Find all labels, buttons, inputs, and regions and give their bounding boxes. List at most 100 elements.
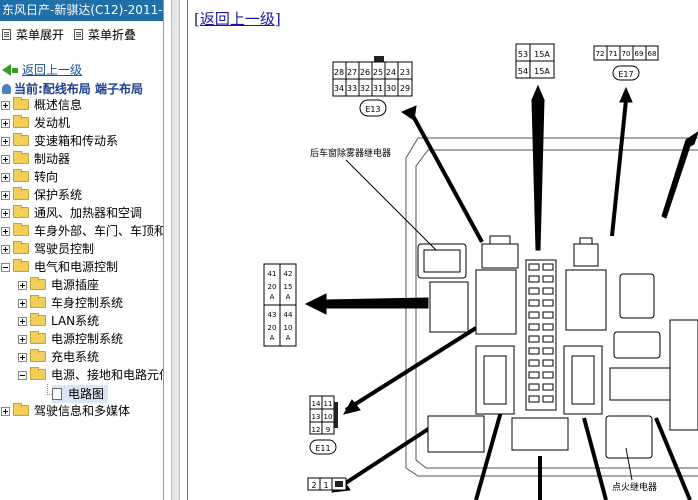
tree-item[interactable]: 制动器 [1,150,70,168]
folder-icon [13,223,29,236]
folder-icon [13,133,29,146]
relays [417,235,698,459]
svg-text:27: 27 [347,68,357,77]
expand-icon[interactable] [1,155,10,164]
folder-icon [13,169,29,182]
expand-icon[interactable] [1,191,10,200]
folder-icon [30,331,46,344]
fuse-box-outline [405,137,698,477]
connector-2pin: 2 1 [307,477,347,491]
svg-text:12: 12 [312,426,321,434]
expand-icon[interactable] [1,173,10,182]
expand-icon[interactable] [1,209,10,218]
svg-text:14: 14 [312,400,321,408]
expand-icon[interactable] [1,227,10,236]
svg-text:15A: 15A [534,67,550,76]
svg-text:53: 53 [518,50,528,59]
expand-icon[interactable] [18,335,27,344]
folder-icon [13,403,29,416]
user-icon [2,84,11,94]
svg-text:41: 41 [268,270,277,278]
tree-item-electrical[interactable]: 电气和电源控制 [1,258,118,276]
connector-e13: 28 27 26 25 24 23 34 33 32 31 30 29 E13 [332,56,413,117]
svg-text:54: 54 [518,67,528,76]
tree-item[interactable]: LAN系统 [18,312,99,330]
svg-text:20: 20 [268,324,277,332]
expand-icon[interactable] [1,245,10,254]
expand-icon[interactable] [1,119,10,128]
expand-icon[interactable] [18,353,27,362]
folder-icon [13,151,29,164]
svg-text:42: 42 [284,270,293,278]
tree-item[interactable]: 车身外部、车门、车顶和车 [1,222,163,240]
folder-icon [13,187,29,200]
menu-collapse-button[interactable]: 菜单折叠 [74,26,136,43]
tree-item[interactable]: 电源插座 [18,276,99,294]
tree-item[interactable]: 变速箱和传动系 [1,132,118,150]
tree-item[interactable]: 电源控制系统 [18,330,123,348]
svg-text:70: 70 [622,50,631,58]
rear-defog-relay-label: 后车窗除雾器继电器 [310,147,391,159]
expand-icon[interactable] [1,407,10,416]
svg-text:11: 11 [324,400,333,408]
collapse-icon[interactable] [1,263,10,272]
tree-item[interactable]: 通风、加热器和空调 [1,204,142,222]
svg-text:24: 24 [386,68,396,77]
collapse-icon[interactable] [18,371,27,380]
folder-icon [13,205,29,218]
folder-icon [13,97,29,110]
svg-text:A: A [286,334,291,342]
tree-item[interactable]: 转向 [1,168,58,186]
fuse-block-41-44: 41 42 20 15 A A 43 44 20 10 A A [263,263,297,347]
tree-item-selected[interactable]: 电路图 [52,385,109,403]
sidebar-tree-panel: 东风日产-新骐达(C12)-2011- 菜单展开 菜单折叠 返回上一级 当前:配… [0,0,163,500]
tree-item[interactable]: 车身控制系统 [18,294,123,312]
tree-item[interactable]: 发动机 [1,114,70,132]
svg-text:68: 68 [648,50,657,58]
fuse-strip [525,259,557,411]
svg-text:34: 34 [334,84,344,93]
folder-open-icon [13,259,29,272]
tree-item[interactable]: 电源、接地和电路元件 [18,366,163,384]
svg-text:A: A [286,293,291,301]
ignition-relay-label: 点火继电器 [612,481,657,493]
document-icon [52,388,62,400]
svg-text:15: 15 [284,283,293,291]
collapse-icon [74,29,83,40]
svg-text:31: 31 [373,84,383,93]
folder-icon [30,277,46,290]
svg-text:32: 32 [360,84,370,93]
expand-icon[interactable] [18,281,27,290]
back-link[interactable]: 返回上一级 [2,61,82,78]
folder-icon [13,241,29,254]
tree-item[interactable]: 驾驶信息和多媒体 [1,402,130,420]
svg-text:23: 23 [400,68,410,77]
menu-expand-button[interactable]: 菜单展开 [2,26,64,43]
svg-text:29: 29 [400,84,410,93]
expand-icon [2,29,11,40]
back-link-text[interactable]: 返回上一级 [22,63,83,77]
expand-icon[interactable] [18,317,27,326]
svg-text:30: 30 [386,84,396,93]
connector-e11: 14 11 13 10 12 9 E11 [309,395,338,455]
tree-item[interactable]: 充电系统 [18,348,99,366]
scrollbar[interactable] [171,0,180,500]
svg-text:1: 1 [323,481,328,490]
wiring-diagram: 28 27 26 25 24 23 34 33 32 31 30 29 E13 … [263,43,698,500]
connector-e17: 72 71 70 69 68 E17 [593,45,659,81]
svg-text:71: 71 [609,50,618,58]
expand-icon[interactable] [1,101,10,110]
tree-item[interactable]: 概述信息 [1,96,82,114]
svg-text:44: 44 [284,311,293,319]
svg-text:72: 72 [596,50,605,58]
expand-icon[interactable] [1,137,10,146]
tree-item[interactable]: 驾驶员控制 [1,240,94,258]
svg-text:26: 26 [360,68,370,77]
folder-open-icon [30,367,46,380]
expand-icon[interactable] [18,299,27,308]
svg-text:A: A [270,293,275,301]
tree-item[interactable]: 保护系统 [1,186,82,204]
current-location: 当前:配线布局 端子布局 [2,80,143,97]
main-back-link[interactable]: [返回上一级] [194,10,281,28]
folder-icon [30,295,46,308]
